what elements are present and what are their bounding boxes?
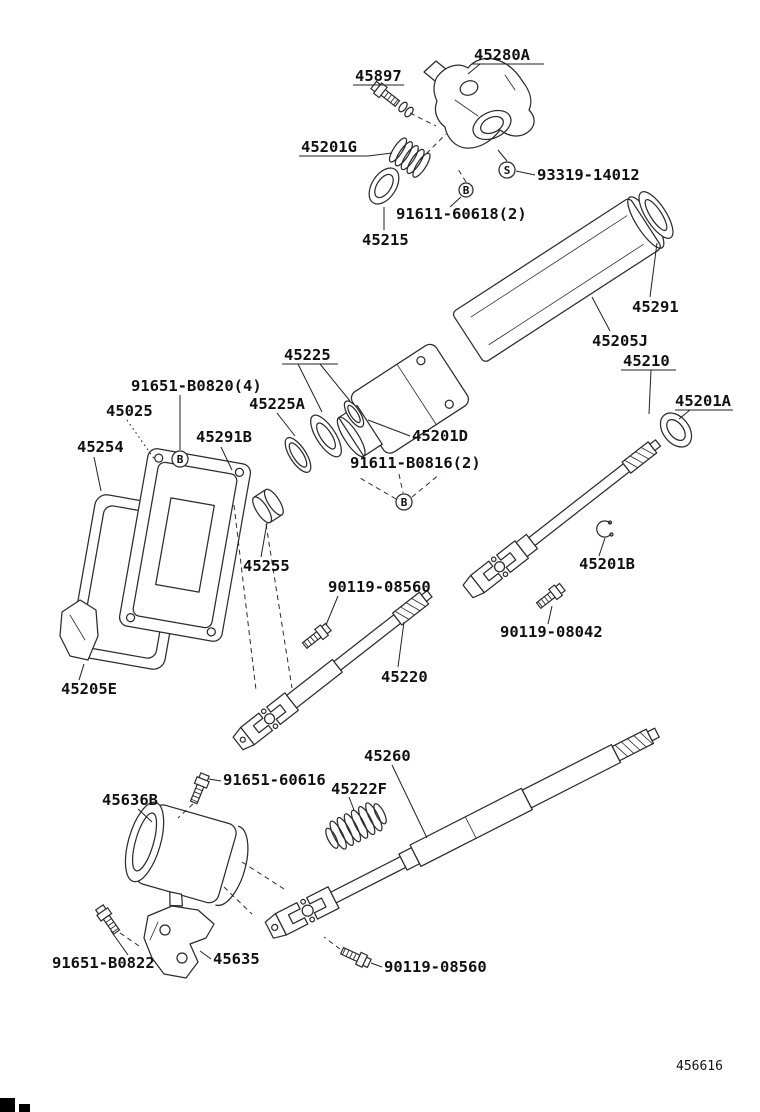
symbol-b1-text: B — [463, 184, 470, 197]
part-cover-45205E — [59, 599, 99, 661]
symbol-b3-text: B — [401, 496, 408, 509]
part-label-91611-B0816: 91611-B0816(2) — [350, 454, 481, 472]
part-label-45291B: 45291B — [196, 428, 252, 446]
part-seal-45215 — [368, 167, 400, 205]
part-label-45291: 45291 — [632, 298, 679, 316]
part-label-45210: 45210 — [623, 352, 670, 370]
part-label-45201D: 45201D — [412, 427, 468, 445]
part-bolt-45897 — [369, 79, 414, 118]
part-bracket-45635 — [143, 905, 215, 979]
part-ring-45225A — [284, 437, 312, 473]
part-snapring-45201B — [596, 520, 614, 538]
part-bolt-91651-60616 — [187, 771, 212, 806]
part-mainshaft-45210 — [462, 439, 662, 599]
part-label-45201B: 45201B — [579, 555, 635, 573]
part-label-45205J: 45205J — [592, 332, 648, 350]
scan-artifact — [0, 1098, 30, 1112]
part-label-45220: 45220 — [381, 668, 428, 686]
part-label-45201A: 45201A — [675, 392, 732, 410]
part-label-90119-08560-upper: 90119-08560 — [328, 578, 431, 596]
part-label-45025: 45025 — [106, 402, 153, 420]
part-bracket-45280A — [423, 57, 535, 149]
part-label-91651-B0822: 91651-B0822 — [52, 954, 155, 972]
part-bolt-90119-08560-upper — [300, 621, 333, 652]
part-label-45215: 45215 — [362, 231, 409, 249]
part-labels: 45897 45280A 45201G 93319-14012 91611-60… — [52, 46, 732, 976]
part-bolt-91651-B0822 — [93, 903, 123, 937]
assembly-dash-lines — [119, 112, 467, 950]
part-label-45222F: 45222F — [331, 780, 387, 798]
symbol-nut-S: S — [498, 161, 516, 179]
part-label-45254: 45254 — [77, 438, 124, 456]
part-intermediate-shaft-45220 — [232, 590, 433, 751]
part-column-tube-45205J — [452, 196, 665, 362]
part-collar-45255 — [252, 488, 284, 524]
symbol-b2-text: B — [177, 453, 184, 466]
part-label-45635: 45635 — [213, 950, 260, 968]
part-ring-45201D — [343, 400, 365, 428]
part-boot-45222F — [322, 798, 390, 854]
part-label-45636B: 45636B — [102, 791, 158, 809]
part-lower-shaft-45260 — [264, 727, 660, 939]
symbol-bolt-B-2: B — [171, 450, 189, 468]
part-label-45225: 45225 — [284, 346, 331, 364]
part-label-91611-60618: 91611-60618(2) — [396, 205, 527, 223]
symbol-s-text: S — [504, 164, 511, 177]
symbol-bolt-B-1: B — [458, 182, 474, 198]
part-column-cover-45636B — [124, 801, 249, 907]
part-spring-45201G — [388, 137, 431, 178]
page-code: 456616 — [676, 1059, 723, 1074]
leader-lines — [78, 63, 733, 968]
part-label-45255: 45255 — [243, 557, 290, 575]
part-bearing-45225 — [310, 414, 342, 458]
part-plate-45025 — [118, 448, 252, 642]
part-label-90119-08042: 90119-08042 — [500, 623, 603, 641]
part-bolt-90119-08560-lower — [338, 944, 373, 970]
part-label-90119-08560-lower: 90119-08560 — [384, 958, 487, 976]
part-bolt-90119-08042 — [534, 581, 567, 612]
part-label-45897: 45897 — [355, 67, 402, 85]
part-label-45260: 45260 — [364, 747, 411, 765]
part-label-91651-60616: 91651-60616 — [223, 771, 326, 789]
part-label-93319-14012: 93319-14012 — [537, 166, 640, 184]
part-label-45205E: 45205E — [61, 680, 117, 698]
part-label-45225A: 45225A — [249, 395, 306, 413]
part-label-45280A: 45280A — [474, 46, 531, 64]
part-seal-45201A — [659, 412, 693, 448]
symbol-bolt-B-3: B — [395, 493, 413, 511]
part-bearing-45291 — [638, 191, 674, 239]
part-label-91651-B0820: 91651-B0820(4) — [131, 377, 262, 395]
part-label-45201G: 45201G — [301, 138, 357, 156]
